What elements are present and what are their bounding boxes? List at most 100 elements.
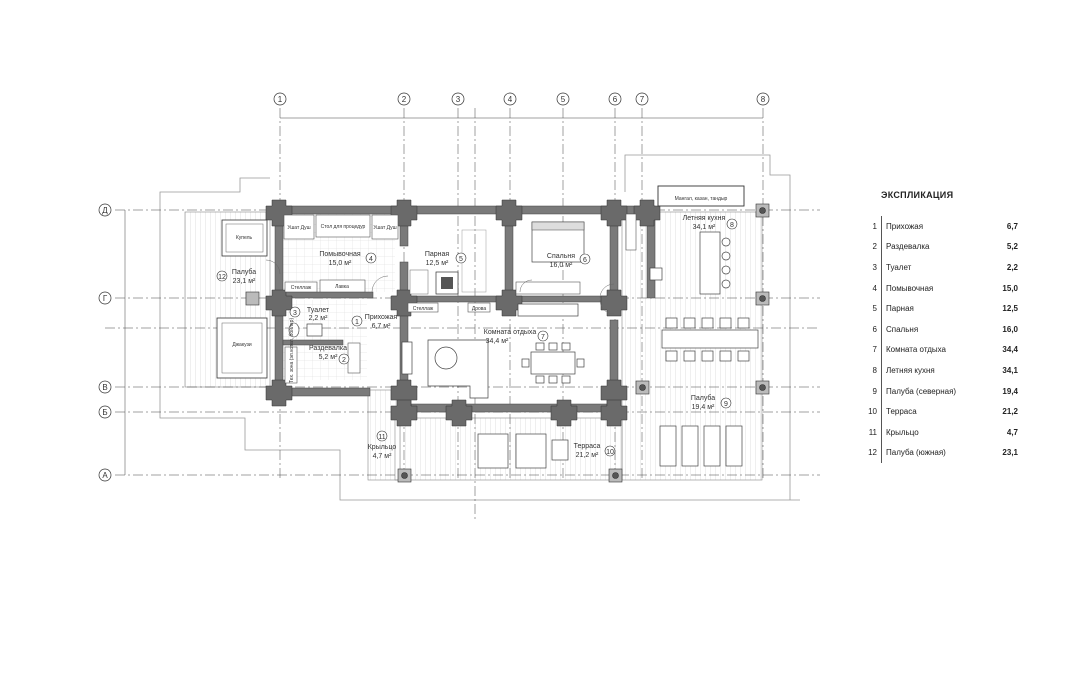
svg-text:Палуба: Палуба (232, 268, 256, 276)
svg-text:1: 1 (355, 319, 359, 326)
legend-number: 7 (872, 345, 877, 355)
legend-number: 4 (872, 283, 877, 293)
legend-room-name: Парная (881, 298, 976, 319)
legend-room-name: Спальня (881, 318, 976, 340)
kupel (221, 219, 268, 257)
room-4-label: Помывочная 15,0 м² 4 (319, 251, 377, 267)
svg-text:4: 4 (369, 256, 373, 263)
toilet-fixture (306, 323, 323, 337)
site-outline (159, 154, 800, 501)
jacuzzi-label: Джакузи (232, 342, 252, 348)
jacuzzi (216, 317, 268, 379)
svg-text:Летняя кухня: Летняя кухня (683, 215, 726, 222)
legend-area: 23,1 (1002, 448, 1018, 458)
room-7-label: Комната отдыха 34,4 м² 7 (484, 329, 549, 345)
svg-text:3: 3 (293, 310, 297, 317)
steam-bench (409, 269, 429, 295)
legend-number: 8 (872, 365, 877, 375)
lounge-furniture (401, 303, 585, 399)
shelf-1-label: Стеллаж (291, 285, 312, 291)
svg-text:8: 8 (730, 222, 734, 229)
legend-room-name: Терраса (881, 401, 976, 422)
svg-text:12,5 м²: 12,5 м² (426, 260, 449, 267)
axis-col-6: 6 (613, 95, 618, 104)
room-6-label: Спальня 16,0 м² 6 (547, 253, 591, 269)
legend-area: 4,7 (1006, 427, 1018, 437)
svg-text:Терраса: Терраса (574, 443, 601, 450)
legend-number: 5 (872, 304, 877, 314)
svg-text:Комната отдыха: Комната отдыха (484, 329, 537, 336)
legend-area: 19,4 (1002, 386, 1018, 396)
room-11-label: 11 Крыльцо 4,7 м² (368, 430, 397, 460)
shower-1-label: Ушат Душ (287, 225, 310, 231)
legend-room-name: Палуба (северная) (881, 380, 976, 402)
axis-row-g: Г (103, 294, 108, 303)
svg-text:23,1 м²: 23,1 м² (233, 278, 256, 285)
bench (319, 279, 366, 293)
legend-row: 11 Крыльцо 4,7 (847, 421, 1018, 443)
legend-room-name: Палуба (южная) (881, 442, 976, 464)
axis-col-7: 7 (640, 95, 645, 104)
svg-text:5: 5 (459, 256, 463, 263)
terrace (394, 417, 623, 481)
boiler-zone (284, 346, 298, 384)
shower-2-label: Ушат Душ (373, 225, 396, 231)
boiler-label: Тех. зона (эл.котел, бойлер) (288, 318, 295, 383)
legend-room-name: Помывочная (881, 277, 976, 299)
room-10-label: Терраса 21,2 м² 10 (574, 443, 616, 459)
axis-col-5: 5 (561, 95, 566, 104)
svg-text:6: 6 (583, 257, 587, 264)
legend-number: 1 (872, 221, 877, 231)
doors (265, 259, 615, 315)
axis-col-4: 4 (508, 95, 513, 104)
legend-room-name: Комната отдыха (881, 339, 976, 361)
wardrobe (515, 281, 581, 295)
legend-area: 5,2 (1006, 242, 1018, 252)
svg-text:15,0 м²: 15,0 м² (329, 260, 352, 267)
svg-text:2: 2 (342, 357, 346, 364)
firewood-label: Дрова (472, 306, 487, 312)
legend-number: 2 (872, 242, 877, 252)
bbq-unit (657, 185, 745, 207)
legend-room-name: Туалет (881, 257, 976, 278)
legend-number: 11 (868, 427, 877, 437)
legend-area: 34,4 (1002, 345, 1018, 355)
axis-row-v: В (102, 383, 107, 392)
svg-text:Спальня: Спальня (547, 253, 575, 260)
procedure-table (315, 214, 371, 238)
room-12-label: 12 Палуба 23,1 м² (216, 268, 256, 285)
legend-room-name: Прихожая (881, 216, 976, 237)
shelf-2 (407, 302, 439, 313)
legend-number: 3 (872, 262, 877, 272)
room-5-label: Парная 12,5 м² 5 (425, 251, 467, 267)
svg-text:11: 11 (378, 434, 385, 441)
procedure-table-label: Стол для процедур (321, 224, 366, 230)
svg-text:Раздевалка: Раздевалка (309, 345, 347, 352)
svg-text:34,1 м²: 34,1 м² (693, 224, 716, 231)
legend-area: 2,2 (1006, 262, 1018, 272)
axis-columns (273, 92, 770, 106)
axis-col-3: 3 (456, 95, 461, 104)
svg-text:Парная: Парная (425, 251, 450, 258)
svg-text:Крыльцо: Крыльцо (368, 444, 397, 451)
svg-text:Прихожая: Прихожая (365, 314, 398, 321)
svg-text:2,2 м²: 2,2 м² (309, 315, 328, 322)
legend-row: 7 Комната отдыха 34,4 (847, 339, 1018, 361)
legend-number: 9 (872, 386, 877, 396)
legend-room-name: Летняя кухня (881, 360, 976, 381)
shower-1 (283, 214, 315, 240)
deck-posts (245, 203, 770, 483)
kupel-label: Купель (236, 235, 253, 241)
dining-table (661, 317, 759, 362)
legend-room-name: Крыльцо (881, 421, 976, 443)
svg-text:7: 7 (541, 334, 545, 341)
room-2-label: Раздевалка 5,2 м² 2 (309, 345, 350, 365)
